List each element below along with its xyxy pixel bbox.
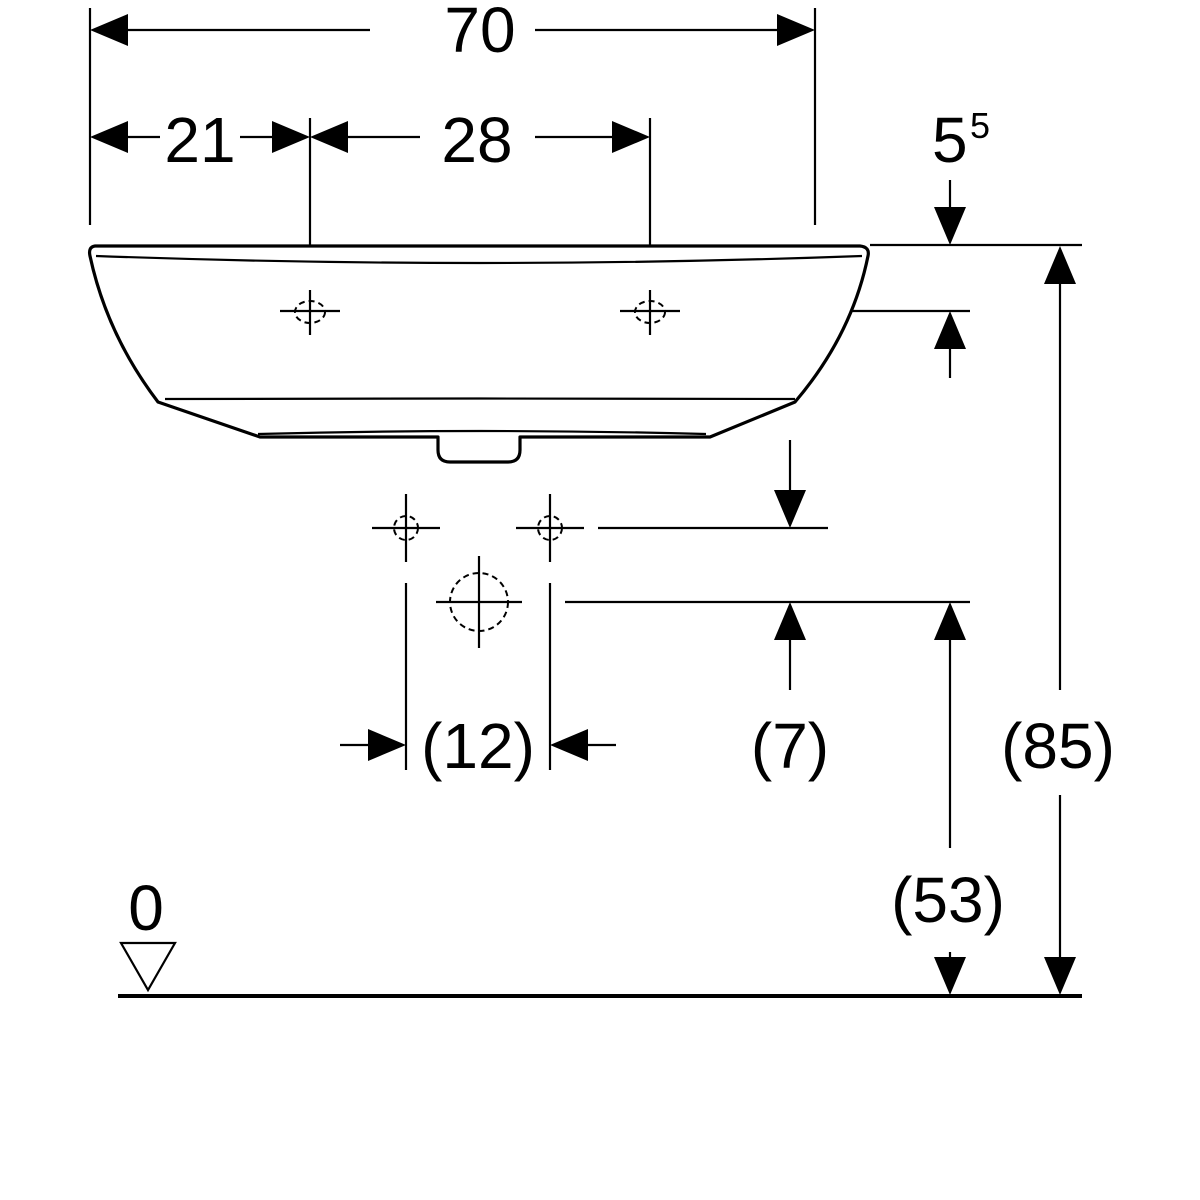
basin-bowl-edge	[164, 397, 796, 401]
basin-base-line	[257, 429, 707, 436]
label-rim-height: (85)	[1001, 710, 1115, 782]
dimension-waste-height: (53)	[891, 602, 1005, 995]
label-supply-spacing: (12)	[421, 710, 535, 782]
tap-hole-left	[280, 290, 340, 335]
label-total-width: 70	[444, 0, 515, 66]
tap-hole-right	[620, 290, 680, 335]
supply-connection-right	[516, 494, 584, 562]
basin-rim-inner	[95, 254, 863, 265]
label-tap-spacing: 28	[441, 104, 512, 176]
label-rim-to-tap: 5	[932, 104, 968, 176]
label-waste-to-supply: (7)	[751, 710, 829, 782]
dimension-total-width: 70	[88, 0, 817, 225]
floor-level: 0	[118, 872, 1082, 998]
label-rim-to-tap-superscript: 5	[970, 105, 990, 146]
waste-connection	[436, 556, 522, 648]
label-waste-height: (53)	[891, 864, 1005, 936]
dimension-waste-to-supply: (7)	[565, 440, 970, 782]
level-marker-icon	[119, 941, 177, 993]
label-left-offset: 21	[164, 104, 235, 176]
basin-body	[87, 244, 870, 464]
supply-connection-left	[372, 494, 440, 562]
dimension-rim-height: (85)	[1001, 246, 1115, 995]
label-floor-level: 0	[128, 872, 164, 944]
dimension-supply-spacing: (12)	[340, 583, 616, 782]
washbasin-outline	[87, 244, 870, 464]
dimension-left-offset: 21	[90, 104, 310, 176]
